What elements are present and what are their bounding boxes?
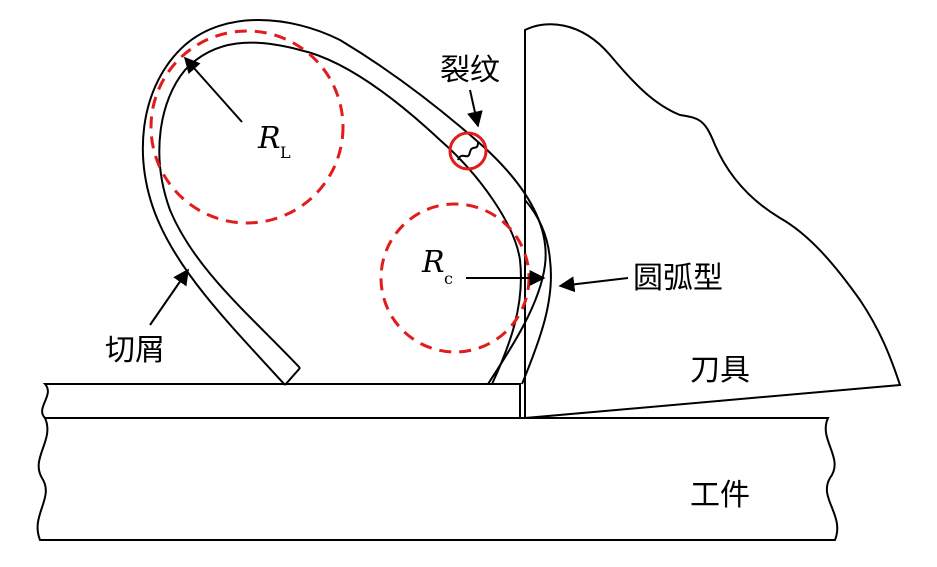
- label-Rc-sub: c: [444, 269, 453, 288]
- arc-contact-line: [521, 199, 552, 385]
- uncut-layer: [41, 383, 521, 419]
- chip-end: [284, 367, 301, 386]
- crack-marker-circle: [448, 131, 488, 171]
- tool: [524, 23, 902, 420]
- label-arc-type: 圆弧型: [633, 261, 723, 296]
- label-tool: 刀具: [690, 353, 750, 388]
- chip-outer: [141, 19, 547, 386]
- label-chip: 切屑: [105, 333, 165, 368]
- arrow-chip: [149, 268, 189, 326]
- arrow-arc-type: [558, 276, 629, 293]
- label-Rc: R: [421, 245, 445, 280]
- chip-inner: [158, 41, 522, 385]
- label-RL: R: [257, 121, 281, 156]
- circle-RL: [149, 29, 345, 225]
- label-workpiece: 工件: [690, 478, 750, 513]
- workpiece: [36, 417, 839, 541]
- label-crack: 裂纹: [440, 53, 500, 88]
- arrow-crack: [467, 89, 483, 128]
- label-RL-sub: L: [280, 143, 291, 162]
- crack-squiggle: [457, 141, 479, 161]
- arrow-RL: [183, 56, 243, 123]
